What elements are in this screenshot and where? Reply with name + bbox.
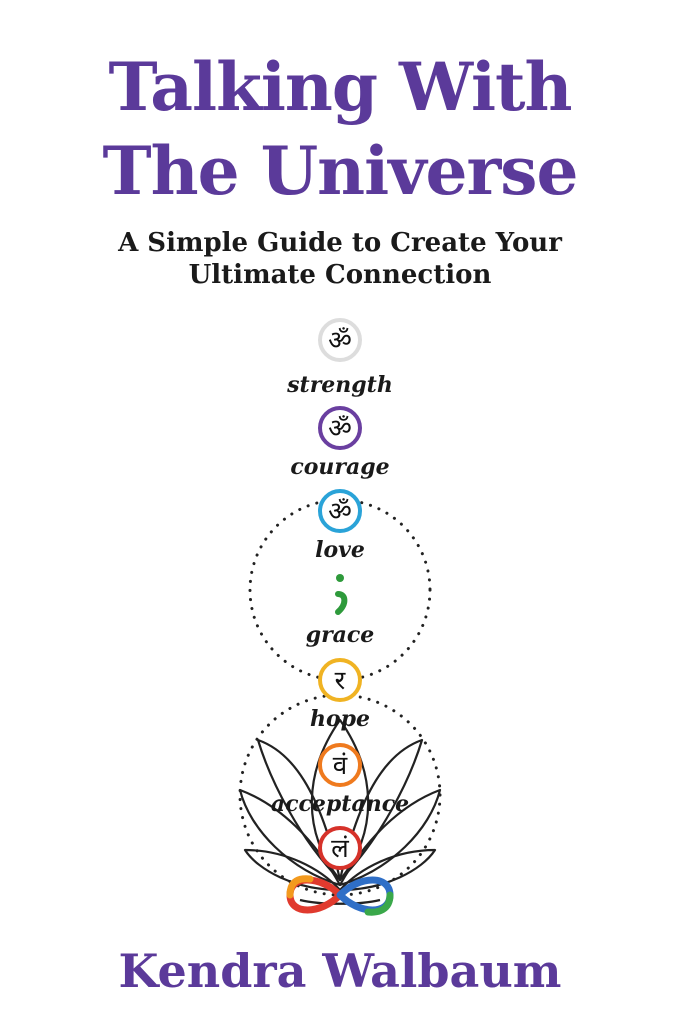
word-love: love <box>315 537 365 563</box>
word-hope: hope <box>310 706 370 732</box>
book-subtitle-line-1: A Simple Guide to Create Your <box>118 228 562 258</box>
third-eye-chakra-circle <box>318 406 362 450</box>
infinity-icon <box>286 875 394 916</box>
solar-plexus-chakra-circle <box>318 658 362 702</box>
author-name: Kendra Walbaum <box>118 944 562 998</box>
yam-heart-icon <box>335 591 348 615</box>
lotus-icon <box>238 718 442 905</box>
ham-throat-icon: ॐ <box>328 497 352 527</box>
om-third-eye-icon: ॐ <box>328 414 352 444</box>
dotted-circle-upper <box>248 498 432 682</box>
word-strength: strength <box>286 372 393 398</box>
word-acceptance: acceptance <box>271 791 409 817</box>
root-chakra-circle <box>318 826 362 870</box>
vam-sacral-icon: वं <box>333 751 348 781</box>
heart-dot-icon <box>336 574 344 582</box>
dotted-circle-lower <box>238 693 442 897</box>
lam-root-icon: लं <box>331 834 349 864</box>
sacral-chakra-circle <box>318 743 362 787</box>
book-title-line-1: Talking With <box>108 48 572 126</box>
om-crown-icon: ॐ <box>328 326 352 356</box>
ram-solar-plexus-icon: र <box>335 666 347 696</box>
book-subtitle-line-2: Ultimate Connection <box>188 260 492 290</box>
crown-chakra-circle <box>318 318 362 362</box>
throat-chakra-circle <box>318 489 362 533</box>
word-courage: courage <box>290 454 389 480</box>
word-grace: grace <box>306 622 375 648</box>
book-title-line-2: The Universe <box>102 132 579 210</box>
